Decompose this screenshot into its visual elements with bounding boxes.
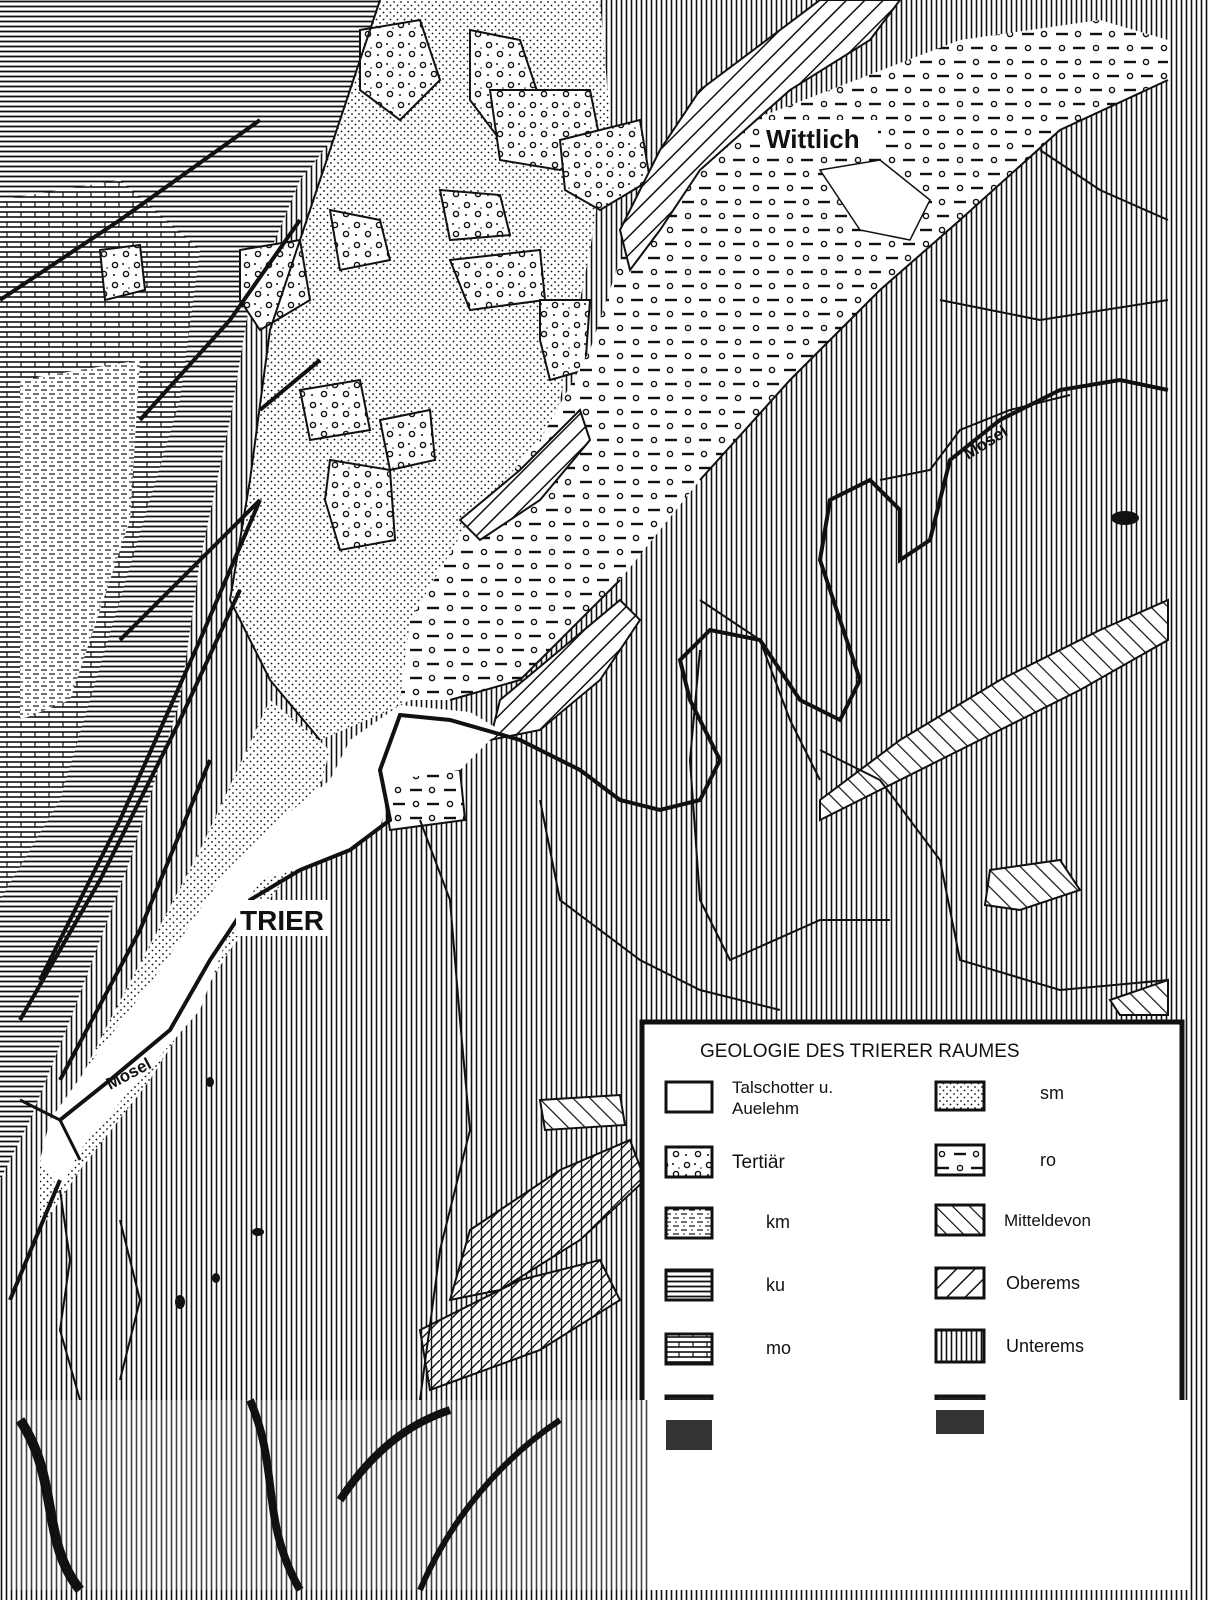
place-label-trier: TRIER [240,905,324,936]
legend-label-ku: ku [766,1275,785,1295]
tertiaer-patch [98,243,147,302]
mosel-river [19,1098,82,1161]
legend-swatch-ku [664,1268,714,1302]
legend-label-mo: mo [766,1338,791,1358]
mitteldevon-patch [538,1093,627,1132]
legend-label-talschotter-1: Talschotter u. [732,1078,833,1097]
place-label-wittlich: Wittlich [766,124,860,154]
legend-label-km: km [766,1212,790,1232]
formation-boundaries [58,0,1169,1401]
tertiaer-patch [328,208,392,272]
tertiaer-patch [438,188,512,242]
river-bank [879,394,1071,481]
oberems-band [488,598,642,742]
legend-label-tertiaer: Tertiär [732,1152,785,1173]
fault-lines [0,118,322,1301]
tertiaer-patch [378,408,437,472]
mitteldevon-patch [448,1138,647,1302]
mitteldevon-band [819,598,1169,822]
legend-swatch-unterems [934,1328,986,1364]
tertiaer-patch [323,458,397,552]
legend-label-ro: ro [1040,1150,1056,1170]
mosel-river [58,377,1169,1122]
legend-label-oberems: Oberems [1006,1273,1080,1293]
legend-frame [639,1019,1185,1425]
ro-area [400,20,1168,700]
tertiaer-patch [359,18,442,122]
tertiaer-patch [558,118,652,212]
oberems-band [618,0,902,273]
mitteldevon-patch [1108,978,1169,1016]
wittlich-label-bg [760,120,878,154]
legend-swatch-mitteldevon [934,1203,986,1237]
tertiaer-patch [298,378,372,442]
legend-title: GEOLOGIE DES TRIERER RAUMES [700,1041,1020,1062]
intrusion-marks [175,511,1139,1309]
km-band [20,360,140,720]
mitteldevon-patch [418,1258,622,1392]
legend-swatch-talschotter [664,1080,714,1114]
talschotter-area [40,705,500,1190]
legend-swatch-mo [664,1332,714,1366]
legend-swatch-ro [934,1143,986,1177]
sm-area [230,0,610,740]
legend: GEOLOGIE DES TRIERER RAUMES Talschotter … [639,1019,1185,1425]
distorted-bottom-strip [10,1398,1190,1594]
legend-swatch-sm [934,1080,986,1112]
tertiaer-patch [539,299,592,382]
legend-label-sm: sm [1040,1083,1064,1103]
legend-swatch-oberems [934,1266,986,1300]
legend-label-unterems: Unterems [1006,1336,1084,1356]
talschotter-area [818,159,931,241]
legend-label-talschotter-2: Auelehm [732,1099,799,1118]
trier-label-bg [236,900,328,936]
legend-label-mitteldevon: Mitteldevon [1004,1211,1091,1230]
mitteldevon-patch [983,858,1082,912]
legend-swatch-tertiaer [664,1145,714,1179]
oberems-band [458,408,592,542]
legend-swatch-km [664,1206,714,1240]
